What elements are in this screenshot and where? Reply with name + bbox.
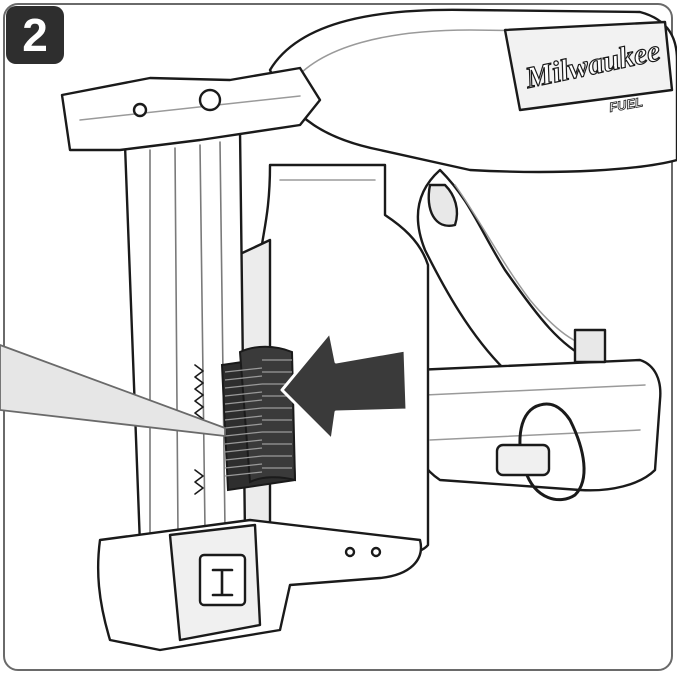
logo-panel xyxy=(503,20,674,112)
nose-head xyxy=(60,66,322,152)
trigger xyxy=(427,183,459,227)
panel-border xyxy=(3,3,673,671)
arrow-left-icon xyxy=(280,330,409,442)
brand-sub-logo: FUEL xyxy=(608,94,644,115)
belt-clip xyxy=(518,402,586,502)
nail-strip xyxy=(220,345,297,492)
callout-pointer xyxy=(0,344,226,437)
step-number-badge: 2 xyxy=(6,6,64,64)
